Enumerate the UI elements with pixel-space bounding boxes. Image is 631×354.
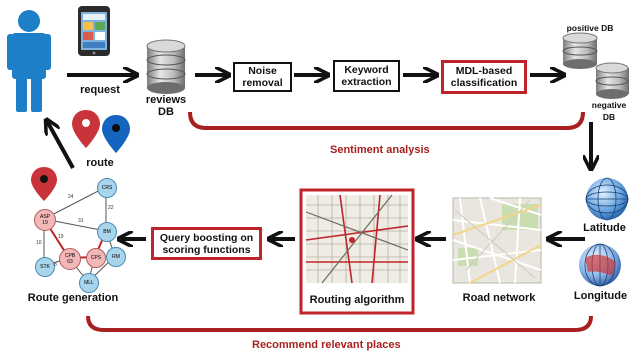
- mdl-classification-box: MDL-based classification: [441, 60, 527, 94]
- edge-weight: 22: [108, 205, 114, 211]
- negative-db-label: negative DB: [591, 100, 627, 122]
- reviews-db-label: reviews DB: [145, 94, 187, 118]
- edge-weight: 24: [68, 194, 74, 200]
- edge-weight: 31: [78, 218, 84, 224]
- latitude-globe-icon: [585, 177, 629, 221]
- route-label: route: [86, 157, 114, 169]
- positive-db-icon: [562, 32, 598, 69]
- graph-node-stk: STK: [35, 257, 55, 277]
- keyword-extraction-box: Keyword extraction: [333, 60, 400, 92]
- graph-red-pin-icon: [31, 167, 57, 201]
- positive-db-label: positive DB: [566, 23, 614, 33]
- tablet-icon: [78, 6, 110, 56]
- sentiment-analysis-label: Sentiment analysis: [330, 144, 430, 156]
- blue-pin-icon: [102, 115, 130, 153]
- graph-node-crs: CRS: [97, 178, 117, 198]
- recommend-places-label: Recommend relevant places: [252, 339, 401, 351]
- route-generation-label: Route generation: [27, 292, 119, 304]
- graph-node-cps: CPS: [86, 248, 106, 268]
- recommend-places-bracket: [86, 315, 593, 332]
- edge-weight: 19: [58, 234, 64, 240]
- latitude-label: Latitude: [583, 222, 626, 234]
- negative-db-icon: [595, 62, 629, 99]
- edge-weight: 8: [54, 262, 57, 268]
- user-person-icon: [7, 10, 51, 112]
- road-network-map: [452, 197, 542, 284]
- arrow-route-up: [47, 121, 75, 169]
- reviews-db-icon: [146, 39, 186, 94]
- edge-weight: 10: [36, 240, 42, 246]
- routing-algorithm-map: [299, 188, 415, 315]
- query-boosting-box: Query boosting on scoring functions: [151, 227, 262, 260]
- road-network-label: Road network: [462, 292, 536, 304]
- graph-node-cpb: CPB 63: [59, 248, 81, 270]
- longitude-label: Longitude: [573, 290, 628, 302]
- graph-node-asp: ASP 19: [34, 209, 56, 231]
- noise-removal-box: Noise removal: [233, 62, 292, 92]
- sentiment-analysis-bracket: [188, 111, 585, 130]
- red-pin-icon: [72, 110, 100, 148]
- graph-node-bm: BM: [97, 222, 117, 242]
- graph-node-mll: MLL: [79, 273, 99, 293]
- longitude-globe-icon: [579, 243, 621, 287]
- graph-node-rm: RM: [106, 247, 126, 267]
- request-label: request: [80, 84, 120, 96]
- routing-algorithm-label: Routing algorithm: [309, 294, 405, 306]
